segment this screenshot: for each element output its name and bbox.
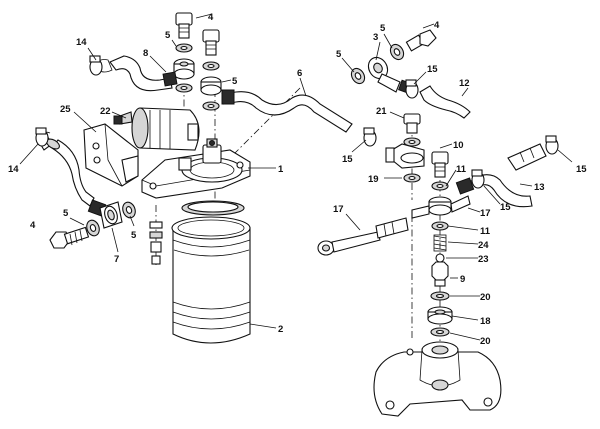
callout-17-left: 17 [333, 204, 344, 215]
right-union-19 [385, 137, 425, 183]
pump-housing [373, 341, 502, 417]
callout-14-top: 14 [76, 37, 87, 48]
callout-5-top-right-b: 5 [336, 49, 342, 60]
drain-screw-stack [149, 221, 163, 265]
callout-12: 12 [459, 78, 470, 89]
right-stack-washer-11a [431, 181, 449, 191]
hose-clamp-top-right [405, 79, 419, 99]
callout-20-upper: 20 [480, 292, 491, 303]
mounting-bracket [83, 123, 139, 187]
callout-22: 22 [100, 106, 111, 117]
left-washers [86, 201, 136, 237]
callout-7: 7 [114, 254, 119, 265]
callout-11-lower: 11 [480, 226, 491, 237]
callout-20-lower: 20 [480, 336, 491, 347]
top-right-banjo-union [367, 56, 401, 93]
callout-5-lower: 5 [131, 230, 137, 241]
callout-1: 1 [278, 164, 284, 175]
callout-6: 6 [297, 68, 302, 79]
hose-clamp-right [471, 169, 485, 189]
callout-24: 24 [478, 240, 489, 251]
callout-labels: 1 2 3 4 4 4 5 5 5 5 5 5 6 7 8 9 10 11 11… [8, 12, 587, 347]
hose-clamp-center [363, 127, 377, 147]
hose-clamp-left [35, 127, 49, 147]
bowl-seal-ring [181, 200, 245, 216]
left-pipe-17 [317, 217, 409, 256]
right-stack-washer-11b [431, 221, 449, 231]
callout-5-top-right-a: 5 [380, 23, 386, 34]
right-stack-washer-20b [430, 327, 450, 337]
top-right-hose [419, 85, 471, 119]
filter-bowl [171, 216, 251, 344]
long-hose [221, 89, 353, 133]
filter-head [141, 138, 251, 199]
callout-9: 9 [460, 274, 465, 285]
callout-13: 13 [534, 182, 545, 193]
top-left-washer-lower [175, 83, 193, 93]
callout-5-left: 5 [63, 208, 69, 219]
callout-21: 21 [376, 106, 387, 117]
hose-clamp-far-right [545, 135, 559, 155]
right-stack-ball-23 [435, 253, 445, 263]
callout-4-top-right: 4 [434, 20, 440, 31]
callout-23: 23 [478, 254, 489, 265]
callout-15-top-right: 15 [427, 64, 438, 75]
callout-15-far-right: 15 [576, 164, 587, 175]
right-banjo-bolt-10 [431, 151, 449, 178]
callout-4-top-left: 4 [208, 12, 214, 23]
right-stack-spring-24 [433, 234, 447, 252]
right-stack-washer-20a [430, 291, 450, 301]
callout-18: 18 [480, 316, 491, 327]
top-left-banjo-bolt [175, 12, 193, 39]
callout-3: 3 [373, 32, 378, 43]
callout-14-left: 14 [8, 164, 19, 175]
callout-11-upper: 11 [456, 164, 467, 175]
callout-8: 8 [143, 48, 148, 59]
callout-17-right: 17 [480, 208, 491, 219]
callout-10: 10 [453, 140, 464, 151]
leader-lines [19, 13, 573, 341]
right-hose-13 [455, 143, 547, 208]
callout-2: 2 [278, 324, 283, 335]
hose-clamp-top-left [89, 55, 103, 76]
left-banjo-bolt [49, 226, 90, 249]
top-left-washer-upper [175, 43, 193, 53]
callout-15-center: 15 [342, 154, 353, 165]
callout-19: 19 [368, 174, 379, 185]
right-stack-fitting-18 [427, 306, 453, 325]
right-stack-union-17 [411, 195, 471, 219]
callout-5-top-center: 5 [232, 76, 238, 87]
callout-25: 25 [60, 104, 71, 115]
left-banjo-union [99, 201, 123, 229]
top-center-washers [200, 61, 222, 111]
top-right-banjo-bolt [405, 29, 437, 52]
top-center-banjo-bolt [202, 29, 220, 56]
callout-4-left: 4 [30, 220, 36, 231]
top-left-banjo-union [173, 58, 195, 80]
right-banjo-bolt-21 [403, 113, 421, 134]
top-right-washers [350, 43, 405, 85]
right-stack-valve-9 [431, 261, 449, 287]
callout-15-right: 15 [500, 202, 511, 213]
callout-5-top-left: 5 [165, 30, 171, 41]
electric-fuel-pump [113, 107, 200, 151]
top-left-hose [95, 55, 178, 92]
